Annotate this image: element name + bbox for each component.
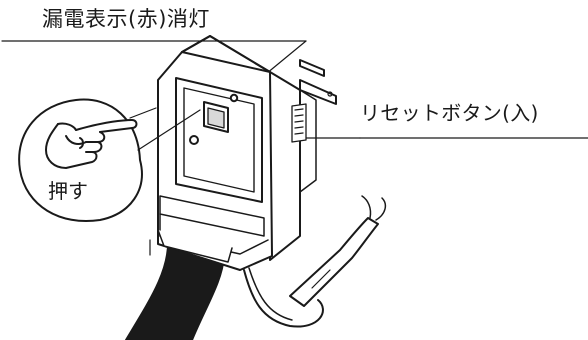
leakage-breaker-device xyxy=(157,35,317,271)
plug-prongs xyxy=(299,59,337,105)
reset-button[interactable] xyxy=(203,101,229,133)
test-button[interactable] xyxy=(189,135,199,145)
pointing-hand-icon xyxy=(45,119,138,169)
reset-button-label: リセットボタン(入) xyxy=(360,101,539,125)
side-grip xyxy=(291,103,307,143)
test-cable xyxy=(243,195,387,328)
power-cord xyxy=(123,237,225,340)
push-label: 押す xyxy=(48,179,88,203)
alligator-clip xyxy=(289,217,379,307)
leak-indicator-label: 漏電表示(赤)消灯 xyxy=(42,7,210,31)
leak-indicator-lamp xyxy=(229,93,239,103)
